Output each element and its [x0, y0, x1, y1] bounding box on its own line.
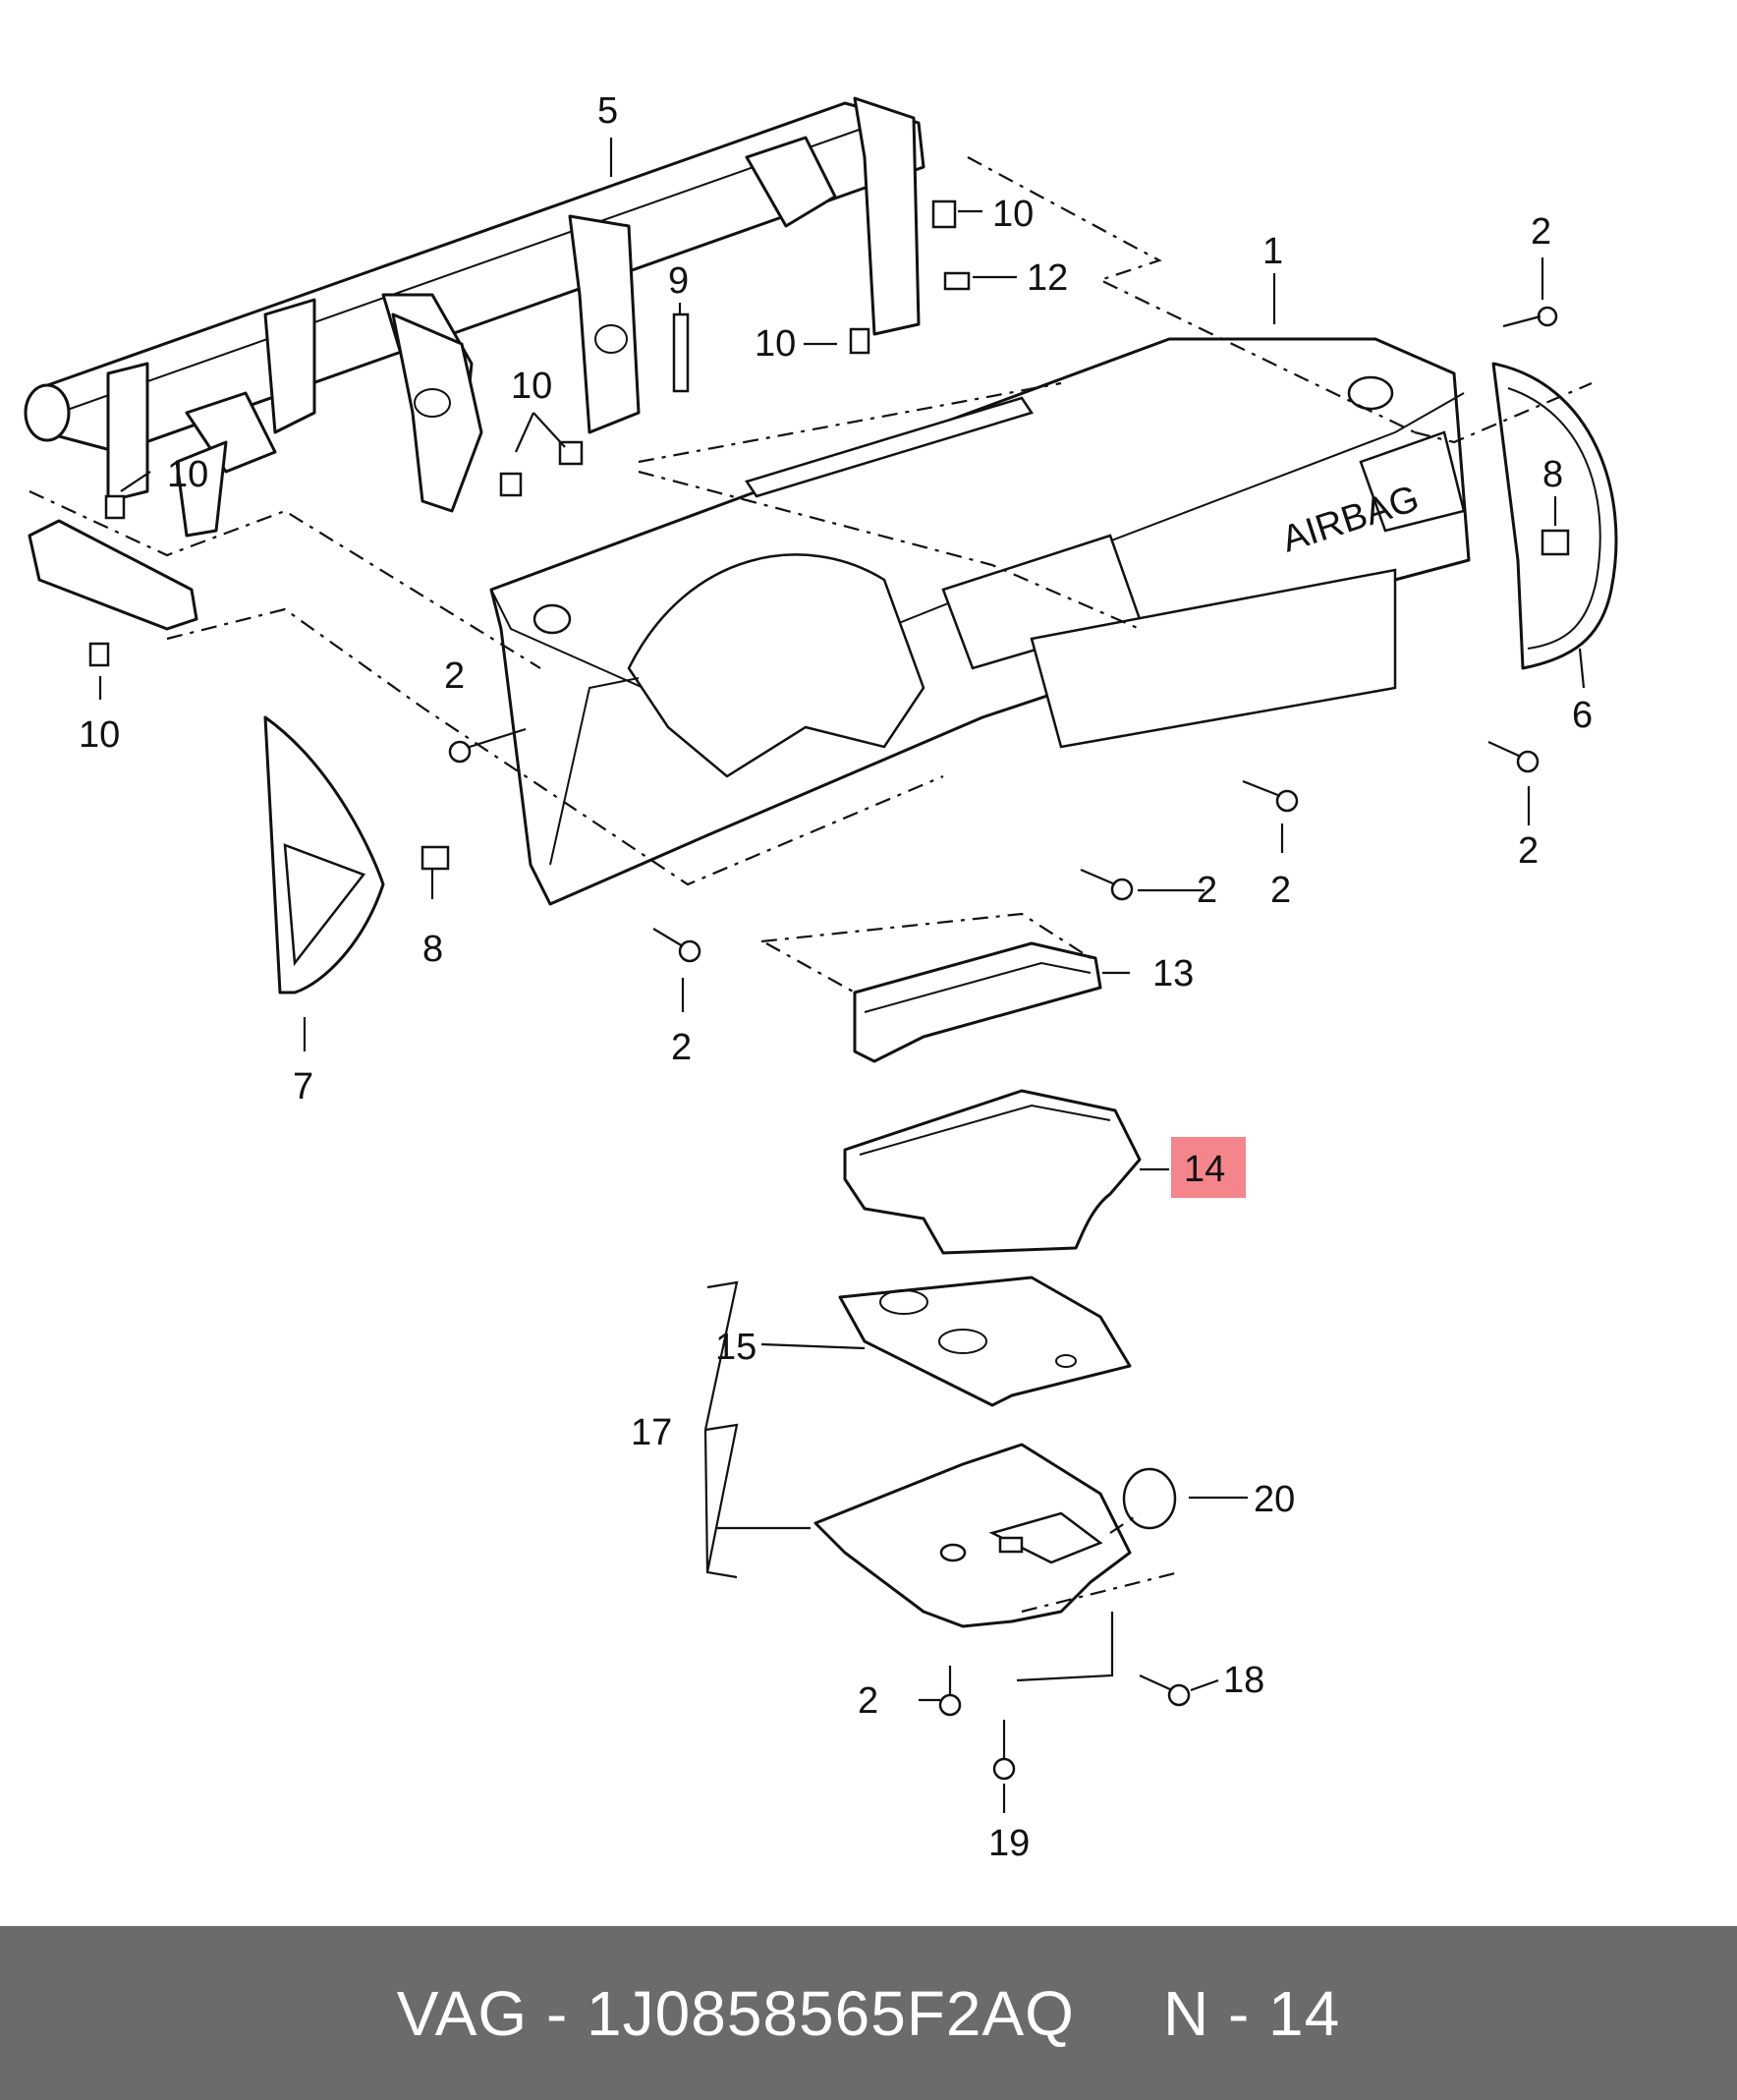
callout-2-bottom: 2	[858, 1680, 878, 1722]
callout-8-left: 8	[422, 929, 443, 970]
footer-position: N - 14	[1162, 1977, 1341, 2049]
callout-2-bottom-left: 2	[671, 1027, 692, 1068]
callout-6: 6	[1572, 695, 1593, 736]
callout-1: 1	[1262, 231, 1283, 272]
callout-2-left: 2	[444, 655, 465, 697]
connection-lines	[28, 156, 1593, 1614]
callout-7: 7	[293, 1066, 313, 1107]
callout-20: 20	[1254, 1479, 1295, 1520]
callout-10-left: 10	[167, 454, 208, 495]
callout-18: 18	[1223, 1660, 1264, 1701]
side-cover-part-7	[263, 715, 385, 994]
bracket-part-13	[853, 941, 1102, 1063]
leader-lines	[98, 138, 1586, 1813]
callout-10-bottom-left: 10	[79, 714, 120, 756]
steering-column-trim-part-15	[838, 1276, 1132, 1407]
callout-14: 14	[1184, 1149, 1225, 1190]
dashboard-part-1: AIRBAG	[489, 337, 1471, 906]
callout-10-top: 10	[992, 194, 1034, 235]
callout-2-right: 2	[1518, 830, 1539, 872]
callout-5: 5	[597, 90, 618, 132]
callout-9: 9	[668, 260, 689, 302]
callout-17: 17	[631, 1412, 672, 1453]
steering-column-trim-upper-part-14	[843, 1089, 1142, 1255]
callout-labels: 5 1 2 10 12 9 10 10 10 10 8 6 2 8 7 2 2 …	[79, 90, 1593, 1864]
callout-13: 13	[1152, 953, 1194, 994]
footer-bar: VAG - 1J0858565F2AQ N - 14	[0, 1926, 1737, 2100]
cross-member-part-5	[24, 96, 925, 631]
callout-10-mid: 10	[755, 323, 796, 365]
parts-diagram: AIRBAG	[24, 90, 1618, 1864]
screw-parts	[88, 199, 1570, 1781]
callout-19: 19	[988, 1823, 1030, 1864]
steering-column-trim-lower-part-17	[813, 1443, 1177, 1628]
callout-12: 12	[1027, 257, 1068, 299]
callout-15: 15	[715, 1327, 756, 1368]
callout-2-center-right: 2	[1270, 870, 1291, 911]
callout-2-center: 2	[1197, 870, 1217, 911]
callout-2-top-right: 2	[1531, 211, 1551, 253]
callout-8-right: 8	[1542, 454, 1563, 495]
highlight-box-14	[1171, 1137, 1246, 1198]
footer-part-number: VAG - 1J0858565F2AQ	[396, 1977, 1075, 2049]
callout-10-center: 10	[511, 366, 552, 407]
